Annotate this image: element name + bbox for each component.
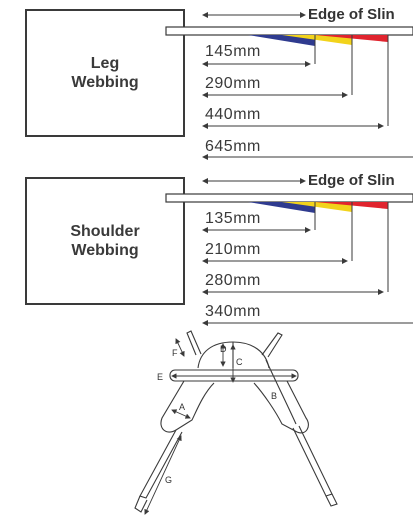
leg-measurement-3: 440mm xyxy=(205,106,261,123)
diagram-label-g: G xyxy=(165,475,172,485)
shoulder-measurement-1: 135mm xyxy=(205,210,261,227)
edge-of-sling-label-1: Edge of Slin xyxy=(308,6,395,23)
edge-of-sling-label-2: Edge of Slin xyxy=(308,172,395,189)
shoulder-webbing-box: Shoulder Webbing xyxy=(25,177,185,305)
webbing-bar-2 xyxy=(165,193,413,203)
leg-measurement-2: 290mm xyxy=(205,75,261,92)
flag-blue-1 xyxy=(248,35,315,46)
leg-measurement-4: 645mm xyxy=(205,138,261,155)
shoulder-measurement-2: 210mm xyxy=(205,241,261,258)
webbing-bar-1 xyxy=(165,26,413,36)
diagram-label-a: A xyxy=(179,402,185,412)
flag-blue-2 xyxy=(248,202,315,213)
flag-yellow-1 xyxy=(282,35,352,45)
diagram-label-c: C xyxy=(236,357,243,367)
leg-webbing-title: Leg Webbing xyxy=(71,55,139,91)
shoulder-measurement-4: 340mm xyxy=(205,303,261,320)
diagram-label-e: E xyxy=(157,372,163,382)
leg-measurement-1: 145mm xyxy=(205,43,261,60)
sling-dimension-arrows xyxy=(144,338,297,515)
diagram-label-d: D xyxy=(220,344,227,354)
shoulder-webbing-title: Shoulder Webbing xyxy=(70,223,140,259)
diagram-label-b: B xyxy=(271,391,277,401)
shoulder-measurement-3: 280mm xyxy=(205,272,261,289)
flag-yellow-2 xyxy=(282,202,352,212)
leg-webbing-box: Leg Webbing xyxy=(25,9,185,137)
diagram-label-f: F xyxy=(172,348,178,358)
